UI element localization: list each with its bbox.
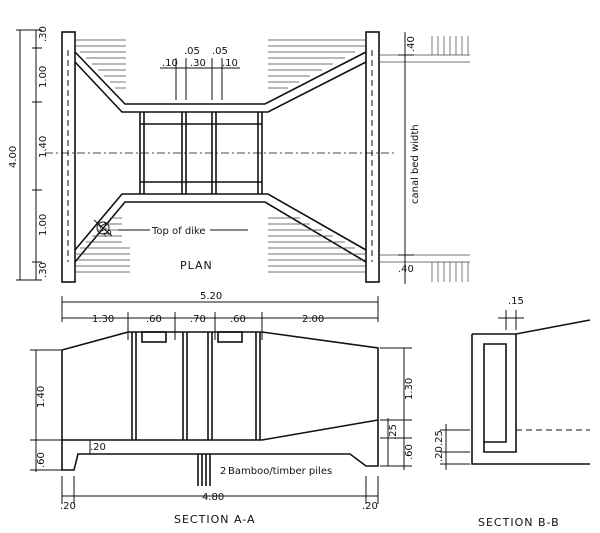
aa-total-top: 5.20: [200, 291, 222, 302]
bb-left-dim-2: .25: [434, 430, 445, 446]
plan-title: PLAN: [180, 259, 213, 272]
section-b-b: .15 .20 .25 SECTION B-B: [434, 296, 591, 529]
dike-label: Top of dike: [151, 226, 206, 237]
dike-hatching-top-right: [268, 39, 365, 89]
aa-right-dim-2: .60: [404, 444, 415, 460]
aa-top-dim-4: .60: [230, 314, 246, 325]
piles-label: Bamboo/timber piles: [228, 466, 332, 477]
plan-dim-1: .30: [38, 26, 49, 42]
bb-top-dim: .15: [508, 296, 524, 307]
aa-left-dim-2: .60: [36, 452, 47, 468]
aa-top-dim-3: .70: [190, 314, 206, 325]
canal-label: canal bed width: [410, 124, 421, 204]
plan-top-offset-1: .05: [184, 46, 200, 57]
dike-hatching-bottom-right: [268, 217, 365, 273]
right-dim-bottom: .40: [398, 264, 414, 275]
plan-dim-5: .30: [38, 262, 49, 278]
plan-total-height: 4.00: [8, 146, 19, 168]
slope-label: 1:2: [95, 220, 113, 239]
plan-top-dim-1: .10: [162, 58, 178, 69]
section-aa-title: SECTION A-A: [174, 513, 256, 526]
bank-hatching-right: [380, 36, 470, 282]
section-a-piles: [131, 332, 261, 486]
aa-top-dim-1: 1.30: [92, 314, 114, 325]
dike-hatching-top-left: [76, 39, 126, 89]
aa-right-small: .25: [388, 424, 399, 440]
plan-top-dim-3: .10: [222, 58, 238, 69]
piles-number: 2: [220, 466, 226, 477]
dike-hatching-bottom-left: [76, 217, 130, 273]
aa-bottom-right: .20: [362, 501, 378, 512]
aa-right-dim-1: 1.30: [404, 378, 415, 400]
plan-view: .30 1.00 1.40 1.00 .30 4.00 .05 .05 .10 …: [8, 26, 470, 284]
aa-bottom-total: 4.80: [202, 492, 224, 503]
section-a-a: 5.20 1.30 .60 .70 .60 2.00 1.40 .60 .20 …: [30, 291, 415, 526]
section-bb-title: SECTION B-B: [478, 516, 560, 529]
aa-top-dim-2: .60: [146, 314, 162, 325]
bb-left-dim-1: .20: [434, 446, 445, 462]
right-dim-top: .40: [406, 36, 417, 52]
plan-top-dim-2: .30: [190, 58, 206, 69]
aa-top-dim-5: 2.00: [302, 314, 324, 325]
aa-left-dim-1: 1.40: [36, 386, 47, 408]
plan-dim-4: 1.00: [38, 214, 49, 236]
plan-dim-2: 1.00: [38, 66, 49, 88]
aa-bottom-left: .20: [60, 501, 76, 512]
plan-dim-3: 1.40: [38, 136, 49, 158]
aa-inner-dim: .20: [90, 442, 106, 453]
plan-top-offset-2: .05: [212, 46, 228, 57]
